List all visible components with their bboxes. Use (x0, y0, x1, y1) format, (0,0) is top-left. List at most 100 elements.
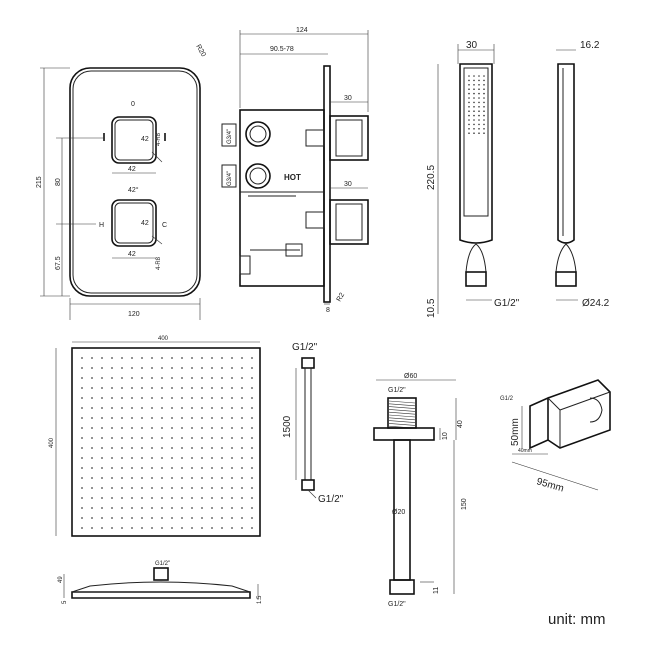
handset-nozzle-dot (483, 97, 485, 99)
nozzle-dot (111, 437, 113, 439)
nozzle-dot (171, 507, 173, 509)
nozzle-dot (151, 487, 153, 489)
nozzle-dot (91, 377, 93, 379)
nozzle-dot (111, 407, 113, 409)
nozzle-dot (231, 457, 233, 459)
nozzle-dot (91, 487, 93, 489)
bracket-holder (547, 379, 611, 449)
nozzle-dot (101, 477, 103, 479)
handset-nozzle-dot (468, 88, 470, 90)
upper-knob (111, 116, 157, 164)
nozzle-dot (171, 477, 173, 479)
nozzle-dot (121, 427, 123, 429)
nozzle-dot (141, 467, 143, 469)
nozzle-dot (231, 397, 233, 399)
nozzle-dot (171, 517, 173, 519)
nozzle-dot (161, 377, 163, 379)
arm-bottom-collar: 11 (433, 587, 440, 594)
nozzle-dot (211, 407, 213, 409)
handset-nozzle-dot (483, 119, 485, 121)
nozzle-dot (211, 447, 213, 449)
nozzle-dot (221, 357, 223, 359)
handset-connector (465, 271, 487, 287)
nozzle-dot (91, 367, 93, 369)
valve-body (239, 109, 325, 287)
head-inlet (153, 567, 169, 581)
nozzle-dot (161, 457, 163, 459)
hose-view: G1/2" 1500 G1/2" (282, 342, 344, 505)
lower-fitting (285, 243, 303, 257)
nozzle-dot (151, 447, 153, 449)
handset-side-neck (555, 243, 577, 273)
nozzle-dot (211, 367, 213, 369)
nozzle-dot (231, 497, 233, 499)
head-thick-c: 1.5 (257, 595, 263, 604)
nozzle-dot (191, 437, 193, 439)
valve-front-view: 0 H C 215 80 67.5 120 R20 42 42 42° 42 4… (36, 44, 207, 320)
nozzle-dot (151, 437, 153, 439)
nozzle-dot (81, 377, 83, 379)
handset-nozzle-dot (468, 106, 470, 108)
knob-corner-1: 4-R8 (156, 132, 162, 146)
handset-nozzle-dot (473, 88, 475, 90)
nozzle-dot (161, 407, 163, 409)
nozzle-dot (131, 497, 133, 499)
nozzle-dot (221, 397, 223, 399)
nozzle-dot (171, 417, 173, 419)
nozzle-dot (91, 527, 93, 529)
bracket-edge (547, 397, 561, 411)
nozzle-dot (231, 507, 233, 509)
nozzle-dot (211, 517, 213, 519)
nozzle-dot (221, 467, 223, 469)
nozzle-dot (251, 517, 253, 519)
nozzle-dot (221, 457, 223, 459)
nozzle-dot (111, 457, 113, 459)
nozzle-dot (231, 437, 233, 439)
nozzle-dot (221, 507, 223, 509)
nozzle-dot (191, 477, 193, 479)
nozzle-dot (201, 497, 203, 499)
head-inlet-label: G1/2" (155, 561, 170, 567)
nozzle-dot (161, 437, 163, 439)
nozzle-dot (181, 457, 183, 459)
knob-label-3: 42 (141, 220, 149, 227)
nozzle-dot (191, 397, 193, 399)
spindle-bottom-label: 30 (344, 181, 352, 188)
handset-nozzle-dot (483, 106, 485, 108)
nozzle-dot (121, 367, 123, 369)
head-dome (71, 581, 251, 593)
nozzle-dot (151, 397, 153, 399)
bracket-top-edge (559, 391, 611, 411)
nozzle-dot (101, 487, 103, 489)
nozzle-dot (81, 487, 83, 489)
handset-nozzle-dot (468, 97, 470, 99)
nozzle-dot (111, 447, 113, 449)
nozzle-dot (151, 467, 153, 469)
nozzle-dot (251, 397, 253, 399)
handset-nozzle-dot (478, 92, 480, 95)
nozzle-dot (201, 377, 203, 379)
nozzle-dot (131, 527, 133, 529)
handset-nozzle-dot (478, 128, 480, 130)
wall-plate (323, 65, 331, 303)
handset-nozzle-dot (473, 114, 475, 117)
nozzle-dot (151, 507, 153, 509)
valve-plate-inner (72, 70, 198, 294)
nozzle-dot (181, 397, 183, 399)
nozzle-dot (81, 467, 83, 469)
hose-bottom-nut (301, 479, 315, 491)
handset-nozzle-dot (483, 75, 485, 77)
nozzle-dot (191, 357, 193, 359)
nozzle-dot (141, 407, 143, 409)
nozzle-dot (201, 437, 203, 439)
nozzle-dot (251, 407, 253, 409)
handset-thread-label: G1/2" (494, 298, 520, 309)
valve-width-label: 120 (128, 311, 140, 318)
side-depth-label: 124 (296, 27, 308, 34)
nozzle-dot (191, 387, 193, 389)
nozzle-dot (201, 517, 203, 519)
nozzle-dot (141, 397, 143, 399)
valve-plate-outline (69, 67, 201, 297)
spindle-bottom (329, 199, 369, 245)
